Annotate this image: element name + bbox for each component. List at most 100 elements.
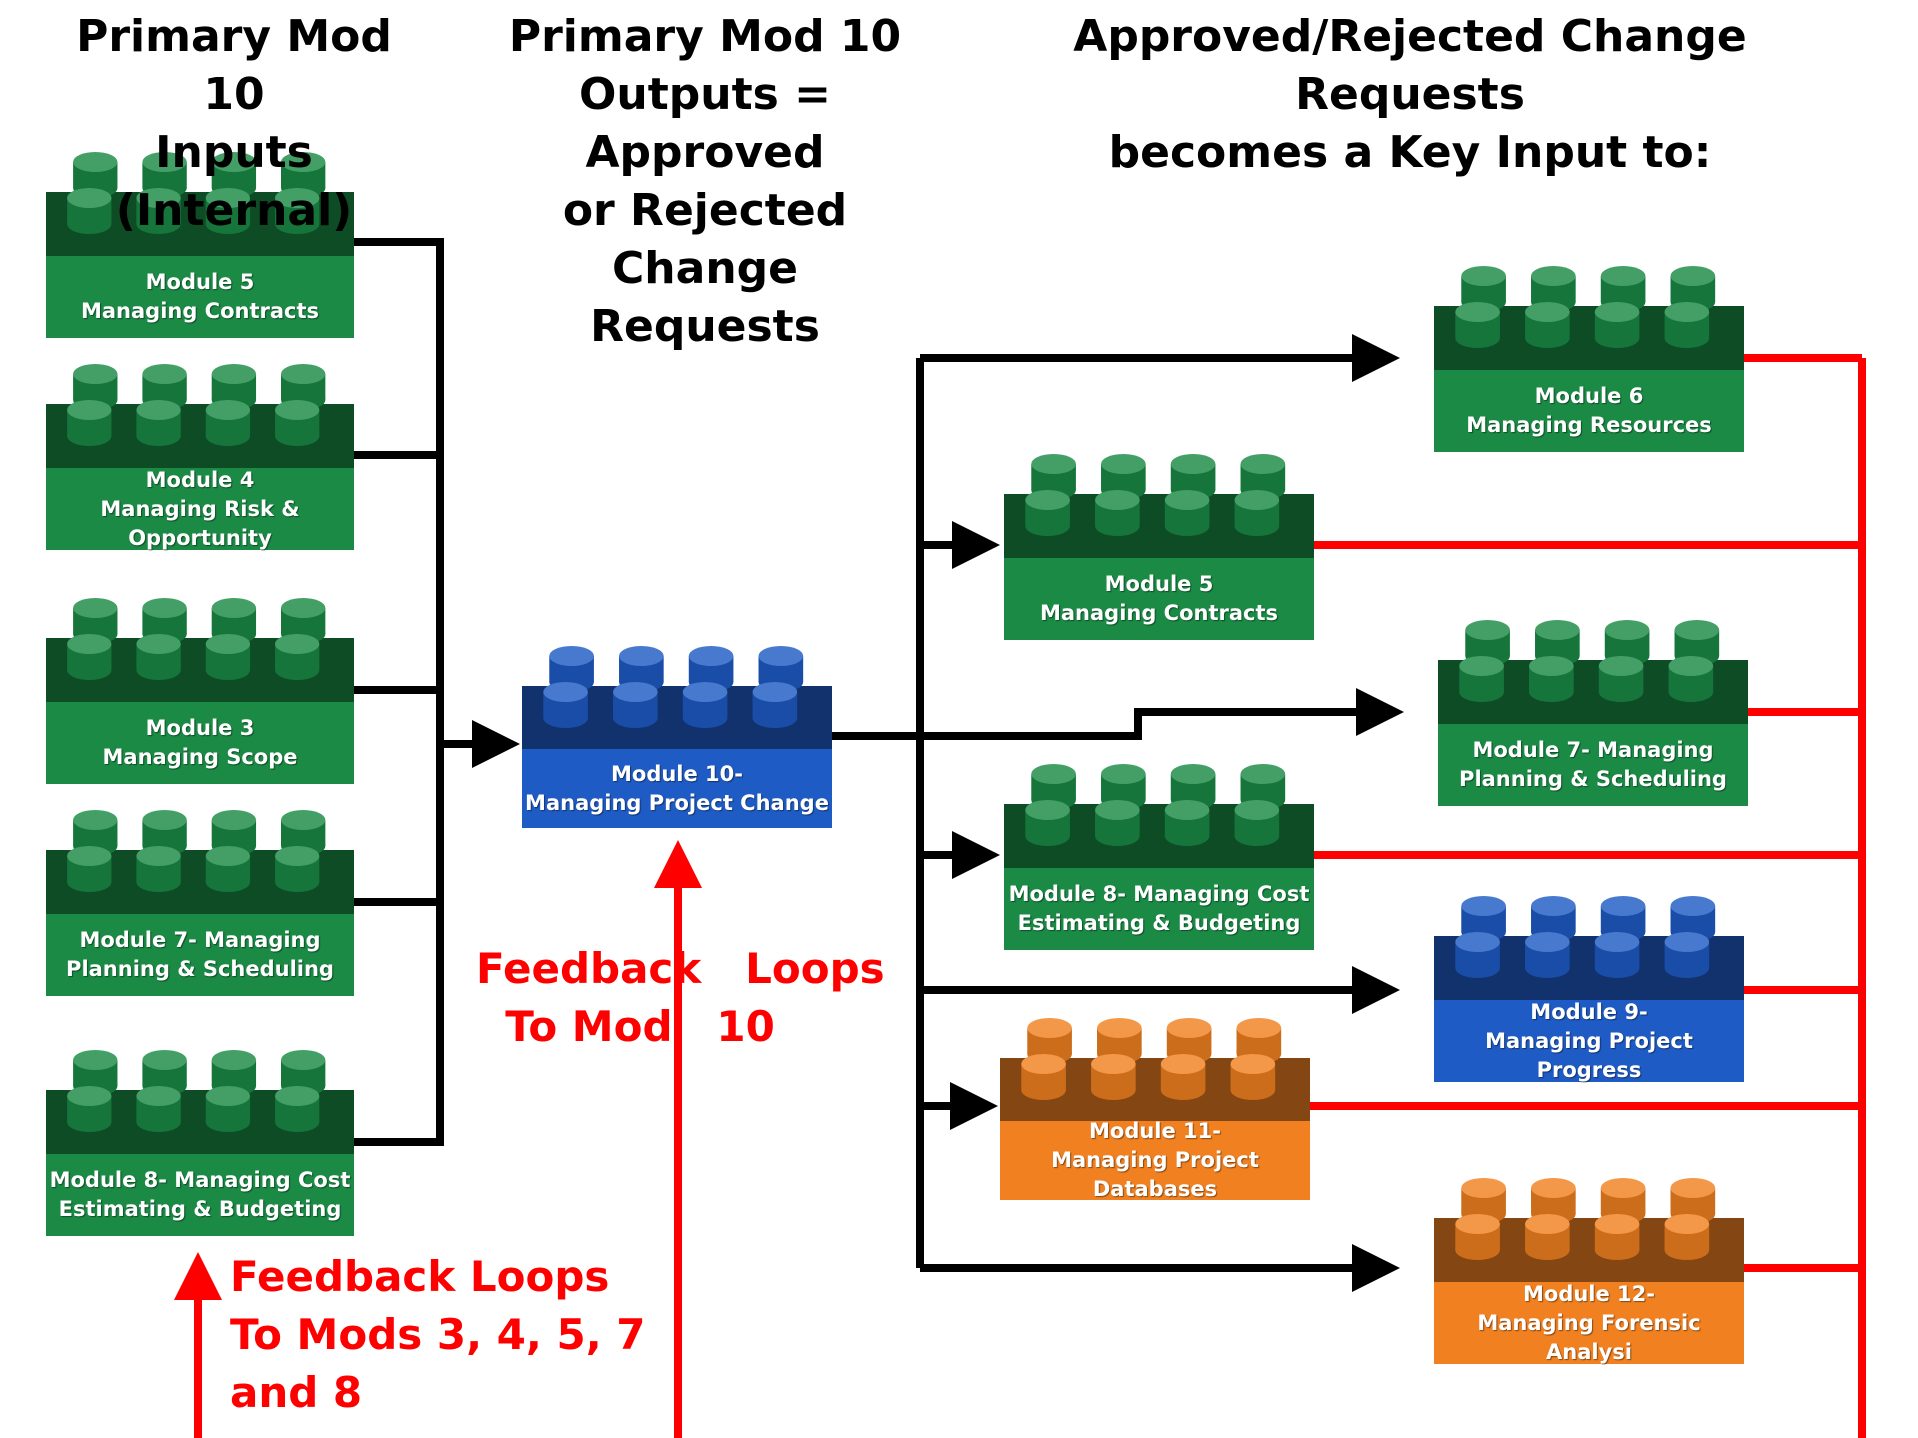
brick-stud-top [1236,1018,1282,1038]
brick-stud-base [752,708,798,728]
brick-input-module-4: Module 4 Managing Risk & Opportunity [46,362,354,550]
brick-stud-top [549,646,594,666]
brick-stud-top [281,1050,326,1070]
brick-stud-top [275,846,320,866]
brick-stud-top [73,152,118,172]
brick-stud-top [142,810,187,830]
brick-stud-top [1461,1178,1506,1198]
heading-outputs-line: or Rejected Change [562,185,848,294]
brick-stud-top [1031,454,1076,474]
brick-label-line: Managing Risk & [100,496,300,521]
brick-shape [46,810,354,996]
brick-shape [1434,266,1744,452]
heading-key-input: Approved/Rejected Change Requests become… [1010,8,1810,182]
brick-stud-base [205,872,251,892]
brick-stud-top [1670,266,1716,286]
brick-stud-top [281,152,326,172]
brick-shape [46,364,354,550]
brick-stud-top [1594,932,1640,952]
brick-stud-top [73,598,118,618]
brick-stud-top [1455,302,1500,322]
brick-stud-base [1664,328,1710,348]
brick-stud-base [1091,1080,1136,1100]
brick-stud-top [67,1086,112,1106]
brick-stud-top [1664,932,1710,952]
brick-stud-top [619,646,664,666]
brick-label-line: Module 4 [145,467,255,492]
brick-stud-top [1455,1214,1500,1234]
brick-label-line: Managing Scope [102,745,298,769]
brick-stud-base [1455,328,1500,348]
brick-stud-top [1465,620,1510,640]
brick-stud-top [211,1050,257,1070]
brick-label-line: Module 7- Managing [1472,738,1714,762]
brick-stud-base [1668,682,1714,702]
brick-center-module-10: Module 10- Managing Project Change [522,644,832,828]
brick-stud-top [1101,764,1146,784]
brick-stud-base [1095,826,1140,846]
brick-label-line: Managing Contracts [1039,601,1279,625]
brick-stud-base [1095,516,1140,536]
brick-stud-base [1594,958,1640,978]
brick-label-line: Managing Project [1485,1028,1693,1053]
brick-shape [1000,1018,1310,1200]
brick-stud-base [1021,1080,1066,1100]
brick-stud-top [1668,656,1714,676]
brick-stud-top [1461,896,1506,916]
brick-front-face [1434,1282,1744,1364]
brick-label-line: Module 12- [1523,1281,1655,1306]
brick-label-line: Planning & Scheduling [66,957,334,981]
brick-stud-top [281,598,326,618]
brick-stud-top [1600,896,1646,916]
brick-front-face [1434,370,1744,452]
brick-stud-top [73,364,118,384]
brick-label-line: Managing Project [1051,1148,1259,1172]
brick-label-line: Planning & Scheduling [1459,767,1727,791]
brick-stud-base [205,660,251,680]
brick-stud-top [1598,656,1644,676]
brick-stud-top [275,188,320,208]
heading-inputs: Primary Mod 10 Inputs (Internal) [44,8,424,240]
brick-shape [46,152,354,338]
brick-stud-top [1600,1178,1646,1198]
brick-stud-top [1234,800,1280,820]
heading-outputs-line: Primary Mod 10 [508,11,902,62]
brick-stud-base [1164,516,1210,536]
heading-outputs-line: Outputs = Approved [579,69,831,178]
brick-stud-top [1529,656,1574,676]
brick-stud-base [205,214,251,234]
brick-shape [46,598,354,784]
brick-label-line: Estimating & Budgeting [1017,911,1301,935]
feedback-label-mods: Feedback Loops To Mods 3, 4, 5, 7 and 8 [230,1248,646,1422]
brick-stud-base [1025,516,1070,536]
brick-stud-top [1531,896,1576,916]
heading-inputs-line: Primary Mod 10 [76,11,392,120]
brick-stud-top [1027,1018,1072,1038]
brick-stud-base [136,214,181,234]
feedback-label-mods-line: To Mods 3, 4, 5, 7 [230,1310,646,1359]
brick-stud-top [1170,454,1216,474]
brick-stud-base [275,426,320,446]
brick-stud-top [1670,896,1716,916]
brick-front-face [1004,868,1314,950]
brick-label-line: Managing Project Change [525,790,829,815]
brick-stud-top [205,634,251,654]
brick-stud-top [1095,490,1140,510]
brick-label-line: Databases [1092,1177,1218,1201]
brick-front-face [1000,1121,1310,1200]
feedback-label-mods-line: and 8 [230,1368,363,1417]
brick-stud-base [275,872,320,892]
brick-shape [1438,620,1748,806]
brick-stud-top [1531,1178,1576,1198]
brick-label-line: Opportunity [128,525,272,550]
brick-label-line: Module 10- [611,761,743,786]
